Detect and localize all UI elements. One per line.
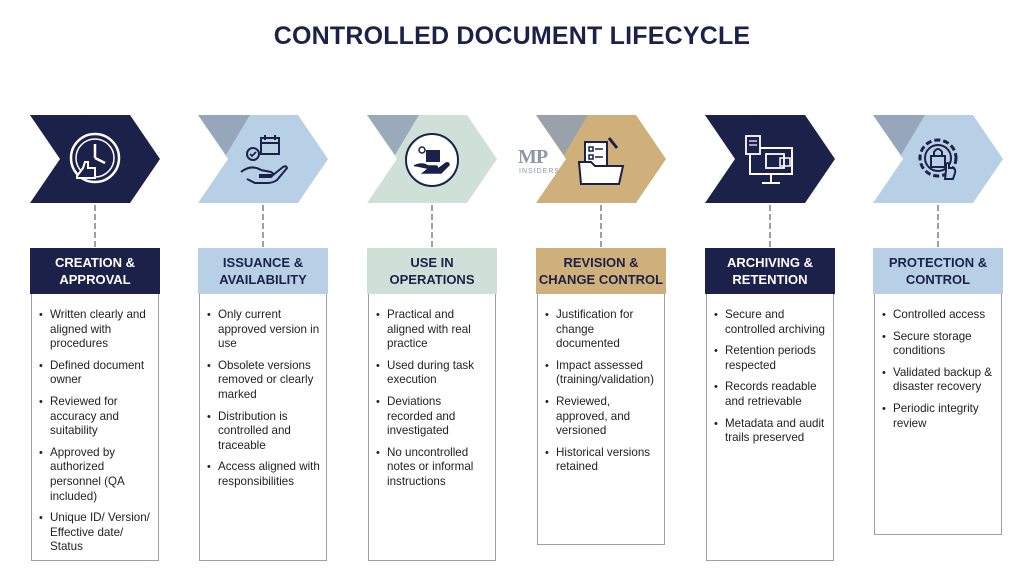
list-item: Defined document owner [39,359,152,388]
list-item: Distribution is controlled and traceable [207,410,320,454]
watermark-subtext: INSIDERS [519,168,561,175]
list-item: Controlled access [882,308,995,323]
list-item: Impact assessed (training/validation) [545,359,658,388]
list-item: Practical and aligned with real practice [376,308,489,352]
gear-lock-icon [908,130,968,190]
stage-title: ARCHIVING & RETENTION [727,255,813,287]
stage-title: PROTECTION & CONTROL [888,255,988,287]
list-item: Metadata and audit trails preserved [714,417,827,446]
clock-thumbsup-icon [65,130,125,190]
stage-column: ARCHIVING & RETENTION Secure and controll… [705,0,835,576]
page-title: CONTROLLED DOCUMENT LIFECYCLE [273,22,751,50]
stage-bullet-list: Secure and controlled archivingRetention… [707,294,833,459]
list-item: Access aligned with responsibilities [207,460,320,489]
list-item: Retention periods respected [714,344,827,373]
stage-header: CREATION & APPROVAL [30,248,160,294]
stage-bullet-list: Practical and aligned with real practice… [369,294,495,503]
connector-line [431,205,433,247]
stage-bullet-list: Written clearly and aligned with procedu… [32,294,158,568]
list-item: Reviewed, approved, and versioned [545,395,658,439]
hand-gear-icon [402,130,462,190]
stage-column: CREATION & APPROVAL Written clearly and a… [30,0,160,576]
hand-calendar-icon [233,130,293,190]
list-item: Used during task execution [376,359,489,388]
stage-chevron [873,115,1003,203]
stage-column: ISSUANCE & AVAILABILITY Only current appr… [198,0,328,576]
stage-details-box: Practical and aligned with real practice… [368,294,496,561]
list-item: Periodic integrity review [882,402,995,431]
connector-line [600,205,602,247]
stage-chevron [536,115,666,203]
list-item: Written clearly and aligned with procedu… [39,308,152,352]
stage-header: ARCHIVING & RETENTION [705,248,835,294]
stage-bullet-list: Justification for change documentedImpac… [538,294,664,488]
connector-line [94,205,96,247]
stage-title: ISSUANCE & AVAILABILITY [219,255,307,287]
watermark-logo: MP [518,146,548,168]
list-item: Obsolete versions removed or clearly mar… [207,359,320,403]
folder-checklist-icon [571,130,631,190]
stage-title: USE IN OPERATIONS [389,255,475,287]
list-item: Only current approved version in use [207,308,320,352]
list-item: Historical versions retained [545,446,658,475]
list-item: Secure and controlled archiving [714,308,827,337]
stage-details-box: Written clearly and aligned with procedu… [31,294,159,561]
list-item: Justification for change documented [545,308,658,352]
stage-column: USE IN OPERATIONS Practical and aligned w… [367,0,497,576]
stage-details-box: Secure and controlled archivingRetention… [706,294,834,561]
stage-title: CREATION & APPROVAL [55,255,135,287]
connector-line [937,205,939,247]
list-item: Approved by authorized personnel (QA inc… [39,446,152,504]
stage-chevron [705,115,835,203]
stage-chevron [198,115,328,203]
monitor-archive-icon [740,130,800,190]
stage-header: PROTECTION & CONTROL [873,248,1003,294]
stage-details-box: Only current approved version in useObso… [199,294,327,561]
list-item: No uncontrolled notes or informal instru… [376,446,489,490]
stage-bullet-list: Controlled accessSecure storage conditio… [875,294,1001,444]
list-item: Deviations recorded and investigated [376,395,489,439]
stage-chevron [367,115,497,203]
stage-header: USE IN OPERATIONS [367,248,497,294]
stage-chevron [30,115,160,203]
list-item: Validated backup & disaster recovery [882,366,995,395]
list-item: Unique ID/ Version/ Effective date/ Stat… [39,511,152,555]
stage-details-box: Controlled accessSecure storage conditio… [874,294,1002,535]
list-item: Secure storage conditions [882,330,995,359]
stage-column: PROTECTION & CONTROL Controlled accessSec… [873,0,1003,576]
stage-header: ISSUANCE & AVAILABILITY [198,248,328,294]
stage-title: REVISION & CHANGE CONTROL [538,255,664,287]
stage-bullet-list: Only current approved version in useObso… [200,294,326,503]
connector-line [769,205,771,247]
stage-details-box: Justification for change documentedImpac… [537,294,665,545]
connector-line [262,205,264,247]
list-item: Reviewed for accuracy and suitability [39,395,152,439]
stage-column: REVISION & CHANGE CONTROL Justification f… [536,0,666,576]
stage-header: REVISION & CHANGE CONTROL [536,248,666,294]
list-item: Records readable and retrievable [714,380,827,409]
